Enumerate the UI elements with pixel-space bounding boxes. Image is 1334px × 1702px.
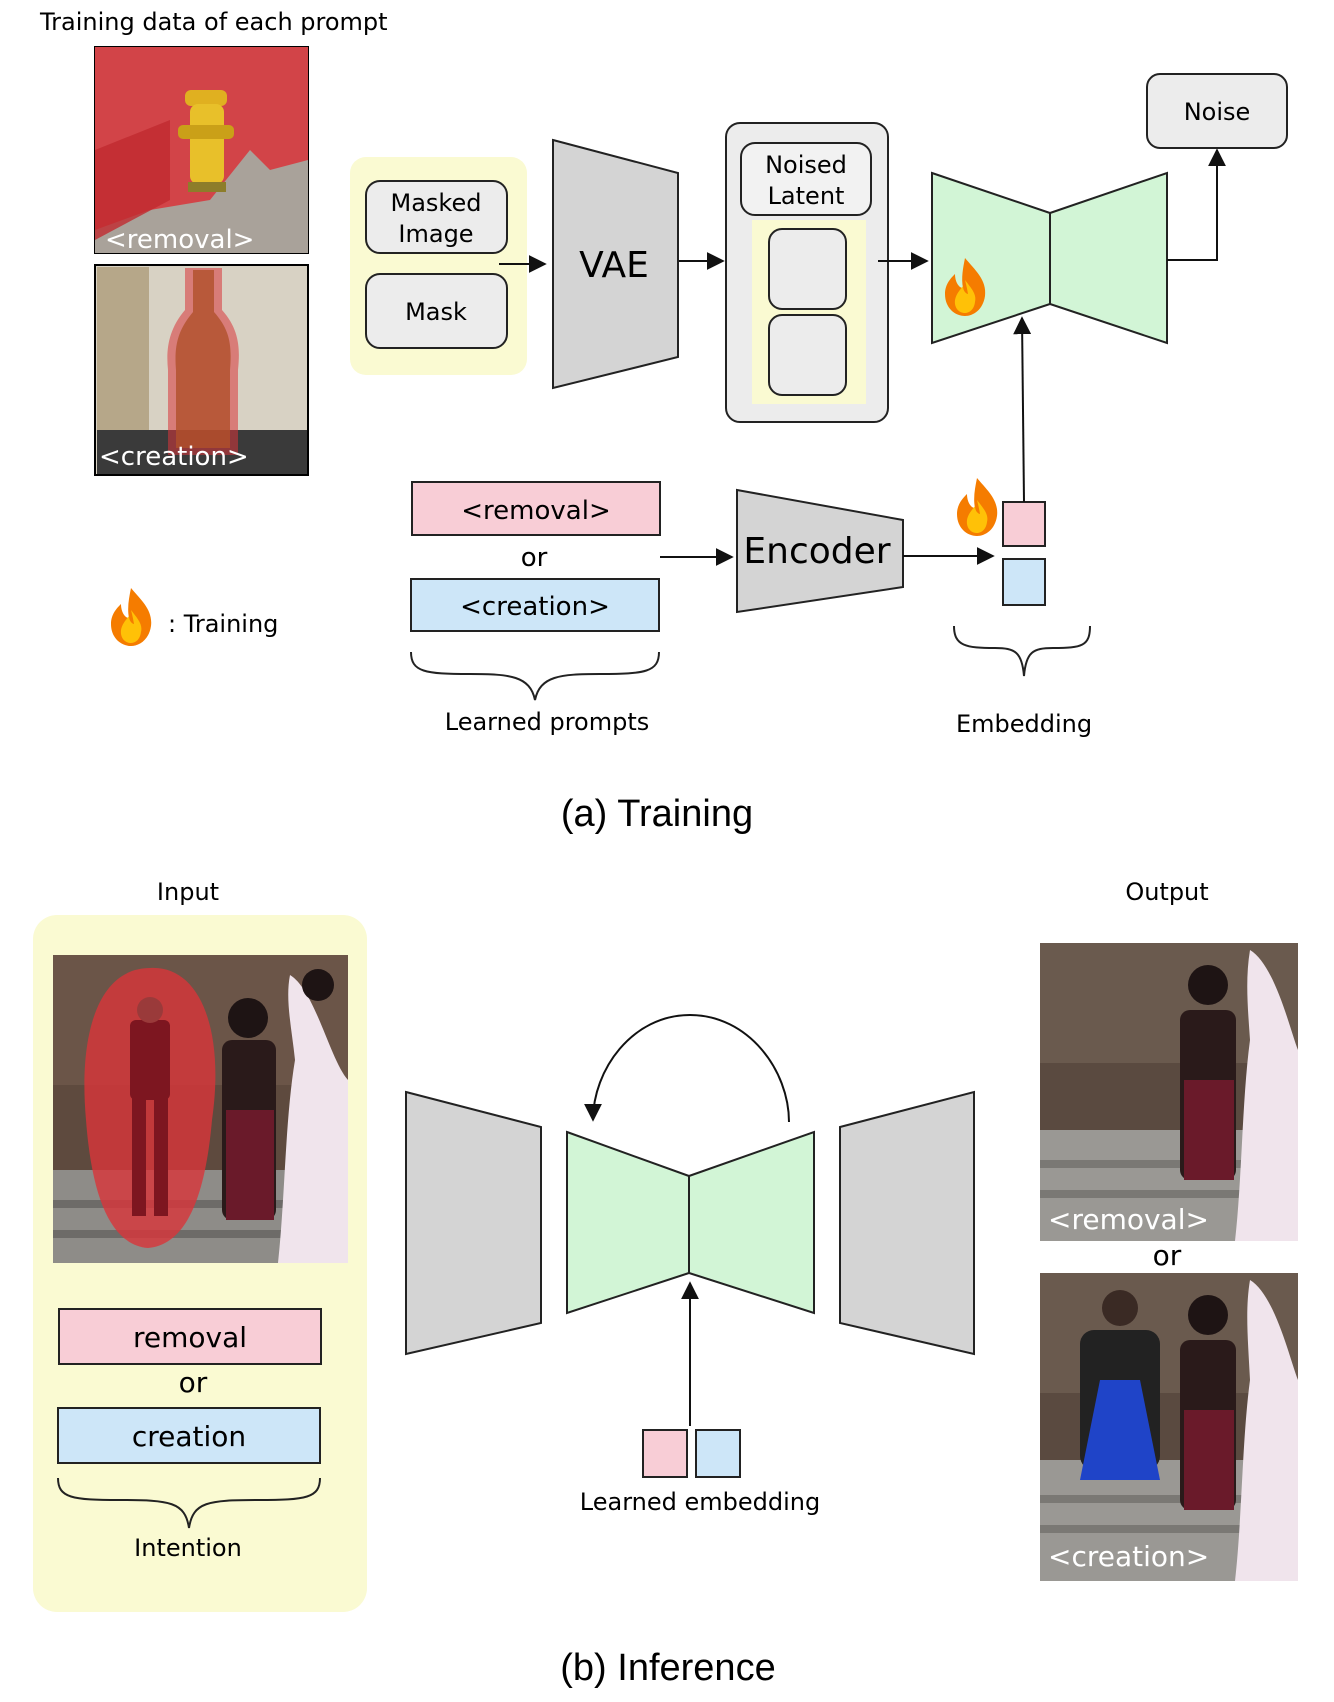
output-creation-photo: <creation> bbox=[1040, 1273, 1298, 1581]
intention-removal-box bbox=[58, 1308, 322, 1365]
noised-latent-box bbox=[740, 142, 872, 216]
inference-vae-encoder-block bbox=[405, 1090, 542, 1356]
arrow-embedding-to-unet bbox=[1013, 316, 1032, 503]
masked-image-label-2: Image bbox=[398, 220, 473, 248]
unet-block bbox=[931, 171, 1168, 345]
input-photo bbox=[53, 955, 348, 1263]
mask-box bbox=[365, 273, 508, 349]
learned-embedding-label: Learned embedding bbox=[580, 1488, 820, 1516]
removal-sample-image: <removal> bbox=[94, 46, 309, 255]
output-or-label: or bbox=[1153, 1239, 1182, 1272]
legend-training-label: : Training bbox=[168, 610, 278, 638]
encoder-label: Encoder bbox=[743, 531, 890, 572]
creation-sample-image: <creation> bbox=[94, 264, 309, 476]
mask-label: Mask bbox=[405, 298, 467, 326]
embedding-brace bbox=[953, 625, 1091, 677]
prompt-removal-box bbox=[411, 481, 661, 536]
embedding-label: Embedding bbox=[956, 710, 1092, 738]
prompt-creation-label: <creation> bbox=[460, 592, 610, 622]
prompt-or-label: or bbox=[521, 543, 548, 573]
masked-image-box bbox=[365, 180, 508, 254]
fire-hydrant-figure bbox=[178, 90, 234, 192]
denoising-loop-arrow bbox=[584, 1013, 790, 1123]
arrow-to-noise bbox=[1167, 148, 1226, 261]
encoder-block bbox=[736, 488, 904, 614]
intention-removal-label: removal bbox=[133, 1321, 247, 1354]
learned-prompts-brace bbox=[410, 651, 660, 701]
noised-latent-label-1: Noised bbox=[765, 151, 847, 179]
intention-label: Intention bbox=[134, 1534, 242, 1562]
intention-brace bbox=[57, 1477, 321, 1529]
prompt-removal-label: <removal> bbox=[461, 496, 610, 526]
creation-tag: <creation> bbox=[99, 442, 249, 472]
learned-embedding-removal-square bbox=[642, 1429, 688, 1478]
intention-creation-box bbox=[57, 1407, 321, 1464]
noised-latent-label-2: Latent bbox=[768, 182, 845, 210]
latent-mask-box bbox=[768, 314, 847, 396]
intention-creation-label: creation bbox=[132, 1420, 246, 1453]
caption-training: (a) Training bbox=[561, 793, 753, 835]
output-title: Output bbox=[1125, 878, 1208, 906]
training-data-title: Training data of each prompt bbox=[39, 8, 388, 36]
embedding-creation-square bbox=[1002, 558, 1046, 606]
output-removal-photo: <removal> bbox=[1040, 943, 1298, 1241]
latent-image-box bbox=[768, 228, 847, 310]
intention-or-label: or bbox=[179, 1366, 208, 1399]
noise-label: Noise bbox=[1184, 98, 1251, 126]
learned-prompts-label: Learned prompts bbox=[445, 708, 650, 736]
embedding-removal-square bbox=[1002, 501, 1046, 547]
inference-vae-decoder-block bbox=[839, 1090, 975, 1356]
inference-unet-block bbox=[566, 1130, 815, 1315]
output-creation-tag: <creation> bbox=[1048, 1540, 1209, 1573]
vae-label: VAE bbox=[579, 245, 649, 286]
caption-inference: (b) Inference bbox=[560, 1647, 775, 1689]
removal-tag: <removal> bbox=[105, 225, 254, 255]
vae-block bbox=[552, 138, 679, 390]
legend-flame-icon bbox=[111, 588, 152, 646]
prompt-creation-box bbox=[410, 578, 660, 632]
noise-box bbox=[1146, 73, 1288, 149]
embedding-training-flame-icon bbox=[957, 478, 998, 536]
learned-embedding-creation-square bbox=[695, 1429, 741, 1478]
masked-image-label-1: Masked bbox=[391, 189, 482, 217]
input-title: Input bbox=[157, 878, 219, 906]
output-removal-tag: <removal> bbox=[1048, 1203, 1209, 1236]
